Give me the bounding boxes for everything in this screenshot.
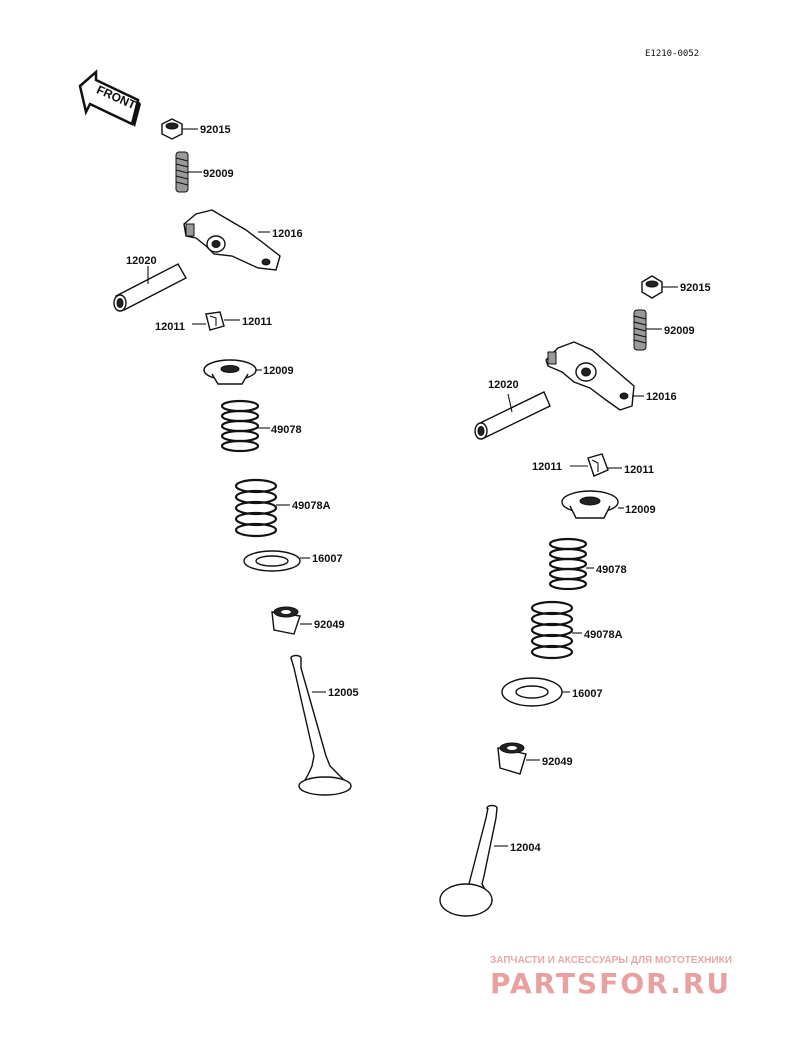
right-label-49078: 49078: [596, 564, 627, 576]
right-label-92009: 92009: [664, 325, 695, 337]
right-label-12009: 12009: [625, 504, 656, 516]
left-retainer-12009: 12009: [203, 359, 294, 385]
right-nut-92015: 92015: [641, 275, 711, 299]
left-label-12011-a: 12011: [155, 321, 185, 333]
left-label-12005: 12005: [328, 687, 359, 699]
right-spring-seat-16007: 16007: [501, 677, 603, 707]
right-retainer-12009: 12009: [561, 490, 656, 519]
left-rocker-arm-12016: 12016: [183, 209, 303, 271]
right-rocker-shaft-12020: 12020: [474, 379, 551, 440]
watermark: ЗАПЧАСТИ И АКСЕССУАРЫ ДЛЯ МОТОТЕХНИКИ PA…: [490, 955, 732, 1000]
left-label-92015: 92015: [200, 124, 231, 136]
left-label-12011-b: 12011: [242, 316, 272, 328]
left-nut-92015: 92015: [161, 118, 231, 140]
drawing-code: E1210-0052: [645, 49, 699, 59]
watermark-logo: PARTSFOR.RU: [490, 967, 731, 1000]
right-label-12004: 12004: [510, 842, 541, 854]
left-valve-12005: 12005: [290, 654, 359, 796]
left-outer-spring-49078A: 49078A: [234, 478, 331, 538]
right-label-12011-b: 12011: [624, 464, 654, 476]
right-valve-12004: 12004: [439, 804, 541, 917]
left-screw-92009: 92009: [175, 151, 234, 193]
right-screw-92009: 92009: [633, 309, 695, 351]
left-label-49078A: 49078A: [292, 500, 331, 512]
right-label-92049: 92049: [542, 756, 573, 768]
left-spring-seat-16007: 16007: [243, 550, 343, 572]
right-outer-spring-49078A: 49078A: [530, 600, 623, 660]
left-label-12020: 12020: [126, 255, 157, 267]
left-label-49078: 49078: [271, 424, 302, 436]
right-label-49078A: 49078A: [584, 629, 623, 641]
right-label-12016: 12016: [646, 391, 677, 403]
left-stem-seal-92049: 92049: [271, 606, 345, 635]
left-assembly: 92015 92009 12016 12020: [113, 118, 359, 796]
left-label-16007: 16007: [312, 553, 343, 565]
front-arrow-icon: FRONT: [78, 69, 141, 127]
left-rocker-shaft-12020: 12020: [113, 255, 187, 312]
left-inner-spring-49078: 49078: [220, 399, 302, 453]
right-inner-spring-49078: 49078: [548, 537, 627, 591]
right-label-92015: 92015: [680, 282, 711, 294]
watermark-tagline: ЗАПЧАСТИ И АКСЕССУАРЫ ДЛЯ МОТОТЕХНИКИ: [490, 955, 732, 966]
right-label-12011-a: 12011: [532, 461, 562, 473]
right-cotters-12011: 12011 12011: [532, 453, 654, 477]
right-label-12020: 12020: [488, 379, 519, 391]
right-assembly: 92015 92009 12016 12020: [439, 275, 711, 917]
right-label-16007: 16007: [572, 688, 603, 700]
right-rocker-arm-12016: 12016: [545, 341, 677, 411]
left-cotters-12011: 12011 12011: [155, 311, 272, 333]
left-label-12016: 12016: [272, 228, 303, 240]
left-label-92049: 92049: [314, 619, 345, 631]
right-stem-seal-92049: 92049: [497, 742, 573, 775]
left-label-12009: 12009: [263, 365, 294, 377]
left-label-92009: 92009: [203, 168, 234, 180]
